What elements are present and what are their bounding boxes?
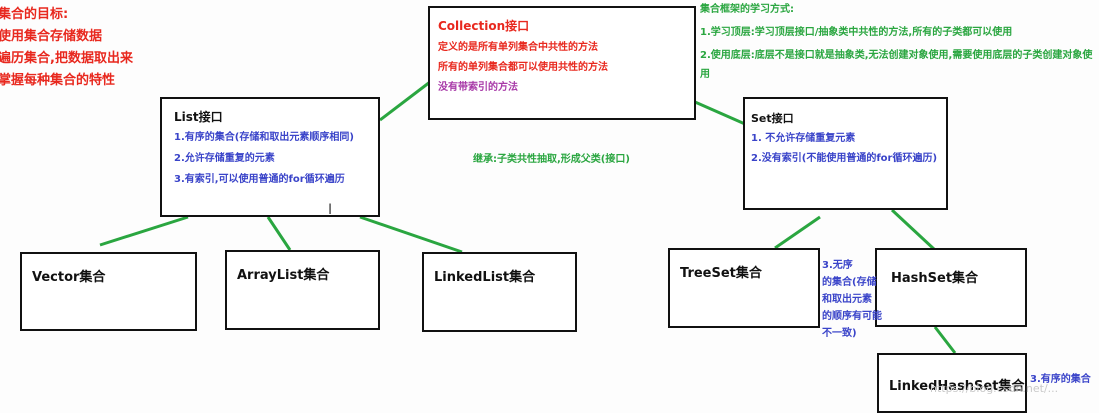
linkedhashset-label: LinkedHashSet集合: [889, 379, 1025, 394]
list-line: 3.有索引,可以使用普通的for循环遍历: [174, 174, 345, 185]
arraylist-label: ArrayList集合: [237, 268, 330, 283]
goal-item: 掌握每种集合的特性: [0, 73, 116, 88]
vector-label: Vector集合: [32, 270, 106, 285]
goals-block: 集合的目标: 使用集合存储数据 遍历集合,把数据取出来 掌握每种集合的特性: [0, 4, 133, 92]
linkedlist-label: LinkedList集合: [434, 270, 536, 285]
list-line: 2.允许存储重复的元素: [174, 153, 275, 164]
inherit-note: 继承:子类共性抽取,形成父类(接口): [473, 154, 630, 165]
treeset-box: TreeSet集合: [668, 248, 820, 328]
collection-line: 定义的是所有单列集合中共性的方法: [438, 42, 598, 53]
text-cursor-icon: Ⅰ: [328, 202, 333, 218]
treeset-label: TreeSet集合: [680, 266, 762, 281]
hashset-note-line: 和取出元素: [822, 294, 872, 305]
hashset-note-line: 的集合(存储: [822, 277, 877, 288]
set-line: 1. 不允许存储重复元素: [751, 133, 856, 144]
line-set-treeset: [774, 215, 821, 250]
hashset-label: HashSet集合: [891, 271, 979, 286]
hashset-note-line: 不一致): [822, 328, 857, 339]
goal-item: 遍历集合,把数据取出来: [0, 51, 133, 66]
framework-note: 集合框架的学习方式: 1.学习顶层:学习顶层接口/抽象类中共性的方法,所有的子类…: [700, 0, 1092, 84]
linkedlist-box: LinkedList集合: [422, 252, 577, 332]
collection-title: Collection接口: [438, 19, 530, 33]
framework-title: 集合框架的学习方式:: [700, 4, 794, 15]
arraylist-box: ArrayList集合: [225, 250, 380, 330]
watermark: https://blog.csdn.net/...: [930, 382, 1059, 395]
hashset-note: 3.无序 的集合(存储 和取出元素 的顺序有可能 不一致): [822, 257, 882, 342]
hashset-note-line: 的顺序有可能: [822, 311, 882, 322]
framework-line: 1.学习顶层:学习顶层接口/抽象类中共性的方法,所有的子类都可以使用: [700, 27, 1013, 38]
collection-line: 没有带索引的方法: [438, 82, 518, 93]
hashset-note-line: 3.无序: [822, 260, 853, 271]
line-set-hashset: [890, 208, 937, 252]
set-title: Set接口: [751, 112, 794, 125]
list-title: List接口: [174, 110, 223, 124]
set-interface-box: Set接口 1. 不允许存储重复元素 2.没有索引(不能使用普通的for循环遍历…: [743, 97, 948, 210]
list-interface-box: List接口 1.有序的集合(存储和取出元素顺序相同) 2.允许存储重复的元素 …: [160, 97, 380, 217]
line-list-arraylist: [266, 216, 292, 251]
set-line: 2.没有索引(不能使用普通的for循环遍历): [751, 153, 938, 164]
vector-box: Vector集合: [20, 252, 197, 331]
line-list-vector: [99, 215, 189, 247]
hashset-box: HashSet集合: [875, 248, 1027, 327]
line-collection-list: [379, 80, 431, 122]
collection-line: 所有的单列集合都可以使用共性的方法: [438, 62, 608, 73]
line-hashset-linkedhashset: [933, 326, 957, 354]
line-list-linkedlist: [359, 215, 463, 254]
goals-title: 集合的目标:: [0, 7, 69, 22]
list-line: 1.有序的集合(存储和取出元素顺序相同): [174, 132, 354, 143]
goal-item: 使用集合存储数据: [0, 29, 103, 44]
framework-line: 用: [700, 69, 710, 80]
ordered-note: 3.有序的集合: [1030, 374, 1091, 385]
framework-line: 2.使用底层:底层不是接口就是抽象类,无法创建对象使用,需要使用底层的子类创建对…: [700, 50, 1093, 61]
collection-interface-box: Collection接口 定义的是所有单列集合中共性的方法 所有的单列集合都可以…: [428, 6, 696, 120]
linkedhashset-box: LinkedHashSet集合: [877, 353, 1027, 413]
line-collection-set: [694, 100, 746, 126]
